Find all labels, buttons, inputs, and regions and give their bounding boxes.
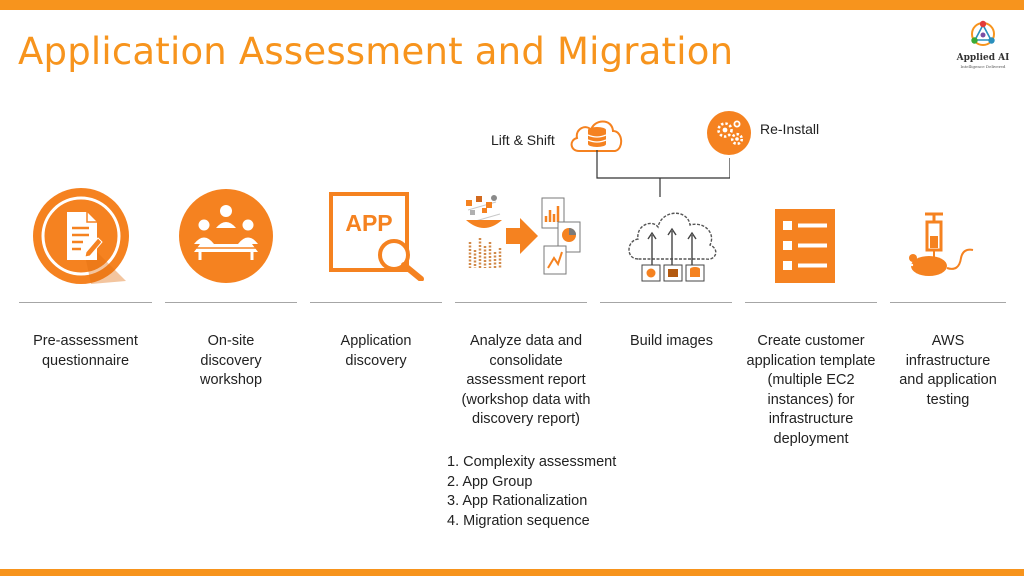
- svg-text:APP: APP: [345, 210, 392, 236]
- branch-label-lift-shift: Lift & Shift: [491, 132, 555, 148]
- analysis-subitem: 2. App Group: [447, 473, 533, 490]
- step-label-pre-assessment: Pre-assessment questionnaire: [33, 333, 138, 369]
- page-title: Application Assessment and Migration: [18, 30, 734, 73]
- step-divider-2: [165, 302, 297, 303]
- syringe-mouse-testing-icon: [909, 212, 974, 276]
- data-analysis-report-icon: [466, 195, 581, 275]
- analysis-subitem: 1. Complexity assessment: [447, 454, 617, 470]
- bottom-accent-bar: [0, 569, 1024, 576]
- analysis-subitem: 4. Migration sequence: [447, 512, 590, 529]
- step-divider-4: [455, 302, 587, 303]
- questionnaire-document-icon: [33, 188, 129, 284]
- analysis-subitem-list: 1. Complexity assessment 2. App Group 3.…: [447, 453, 616, 531]
- logo-network-icon: [971, 20, 995, 46]
- step-label-customer-template: Create customer application template (mu…: [746, 333, 876, 447]
- step-label-onsite-workshop: On-site discovery workshop: [199, 333, 263, 388]
- company-logo: Applied AI Intelligence Delivered: [950, 18, 1016, 74]
- checklist-template-icon: [775, 209, 835, 283]
- logo-name: Applied AI: [956, 53, 1010, 63]
- branch-connector: [596, 150, 730, 197]
- analysis-subitem: 3. App Rationalization: [447, 493, 588, 509]
- gears-icon: [707, 111, 751, 155]
- top-accent-bar: [0, 0, 1024, 10]
- step-label-analyze-data: Analyze data and consolidate assessment …: [461, 333, 591, 427]
- step-divider-5: [600, 302, 732, 303]
- logo-tagline: Intelligence Delivered: [960, 64, 1006, 69]
- step-divider-6: [745, 302, 877, 303]
- step-label-app-discovery: Application discovery: [340, 333, 412, 369]
- step-divider-1: [19, 302, 152, 303]
- step-label-aws-testing: AWS infrastructure and application testi…: [899, 333, 997, 408]
- meeting-workshop-icon: [179, 189, 273, 283]
- cloud-database-icon: [570, 120, 623, 152]
- branch-label-reinstall: Re-Install: [760, 121, 820, 137]
- step-divider-3: [310, 302, 442, 303]
- step-label-build-images: Build images: [629, 333, 713, 349]
- step-divider-7: [890, 302, 1006, 303]
- cloud-build-icon: [628, 212, 717, 282]
- app-magnifier-icon: APP: [329, 192, 424, 281]
